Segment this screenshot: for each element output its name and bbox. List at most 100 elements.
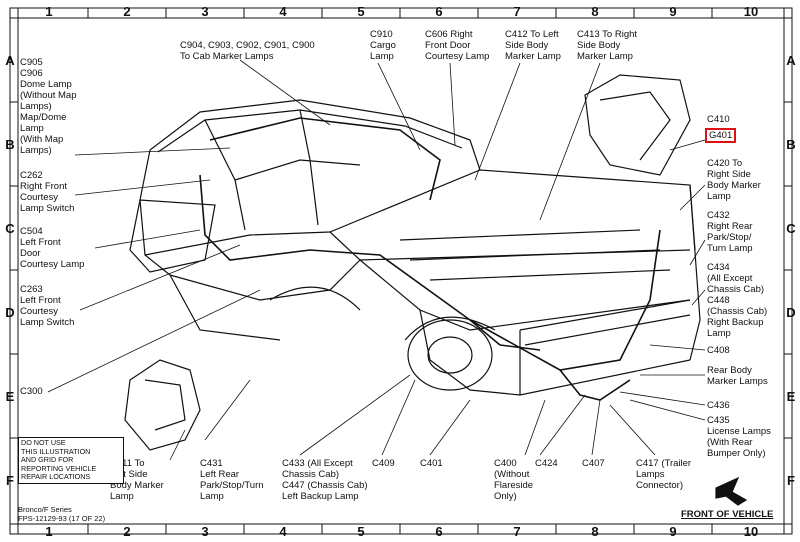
grid-col-6-bottom: 6 <box>435 524 443 539</box>
label-line: Body Marker <box>110 480 164 491</box>
label-c408: C408 <box>707 345 730 356</box>
label-c412-left-side-marker: C412 To Left Side Body Marker Lamp <box>505 29 561 62</box>
label-c434-c448-backup-lamp: C434 (All Except Chassis Cab) C448 (Chas… <box>707 262 767 339</box>
grid-col-7: 7 <box>513 4 521 19</box>
grid-col-8: 8 <box>591 4 599 19</box>
label-line: C417 (Trailer <box>636 458 692 469</box>
label-line: Flareside <box>494 480 534 491</box>
grid-row-b-right: B <box>786 137 796 152</box>
label-line: Lamp <box>707 191 731 202</box>
grid-col-10-bottom: 10 <box>743 524 759 539</box>
label-line: C262 <box>20 170 43 181</box>
label-line: Marker Lamps <box>707 376 768 387</box>
label-line: Left Front <box>20 237 61 248</box>
note-line: DO NOT USE <box>21 438 66 447</box>
grid-row-f-right: F <box>787 473 795 488</box>
label-line: C504 <box>20 226 43 237</box>
label-c417-trailer-connector: C417 (Trailer Lamps Connector) <box>636 458 691 491</box>
label-c410: C410 <box>707 114 730 125</box>
label-c263-left-front-switch: C263 Left Front Courtesy Lamp Switch <box>20 284 74 328</box>
grid-row-c-right: C <box>786 221 796 236</box>
label-line: Body Marker <box>707 180 761 191</box>
label-line: Bumper Only) <box>707 448 766 459</box>
g401-highlight-box: G401 <box>705 128 737 143</box>
label-c435-license-lamps: C435 License Lamps (With Rear Bumper Onl… <box>707 415 771 459</box>
label-line: Lamp Switch <box>20 203 75 214</box>
label-c424: C424 <box>535 458 558 469</box>
label-line: Park/Stop/Turn <box>200 480 264 491</box>
grid-row-d-right: D <box>786 305 796 320</box>
note-line: THIS ILLUSTRATION <box>21 446 91 456</box>
label-line: Side Body <box>505 40 549 51</box>
label-c606-right-front-door: C606 Right Front Door Courtesy Lamp <box>425 29 489 62</box>
label-line: Lamp <box>707 328 731 339</box>
grid-col-5-bottom: 5 <box>357 524 365 539</box>
label-line: Right Side <box>707 169 751 180</box>
label-line: (All Except <box>707 273 753 284</box>
grid-row-c: C <box>5 221 15 236</box>
label-line: Only) <box>494 491 517 502</box>
label-c432-right-rear-lamp: C432 Right Rear Park/Stop/ Turn Lamp <box>707 210 753 254</box>
label-c409: C409 <box>372 458 395 469</box>
label-line: Side Body <box>577 40 621 51</box>
label-line: Right Backup <box>707 317 764 328</box>
label-line: C412 To Left <box>505 29 559 40</box>
label-c431-left-rear-lamp: C431 Left Rear Park/Stop/Turn Lamp <box>200 458 264 502</box>
grid-col-9-bottom: 9 <box>669 524 677 539</box>
truck-outline <box>124 74 748 506</box>
label-line: Rear Body <box>707 365 752 376</box>
label-line: C400 <box>494 458 517 469</box>
label-line: (Without <box>494 469 530 480</box>
label-line: C432 <box>707 210 730 221</box>
label-line: C906 <box>20 68 43 79</box>
front-of-vehicle-label: FRONT OF VEHICLE <box>681 509 774 520</box>
grid-col-4: 4 <box>279 4 287 19</box>
grid-row-e: E <box>5 389 15 404</box>
label-c401: C401 <box>420 458 443 469</box>
label-line: C435 <box>707 415 730 426</box>
grid-col-1: 1 <box>45 4 53 19</box>
label-line: Courtesy Lamp <box>20 259 85 270</box>
label-line: Marker Lamp <box>505 51 561 62</box>
label-line: Lamp <box>20 123 44 134</box>
label-line: Lamp <box>370 51 394 62</box>
label-line: Lamps <box>636 469 665 480</box>
note-line: REPAIR LOCATIONS <box>21 472 91 482</box>
label-line: C904, C903, C902, C901, C900 <box>180 40 315 51</box>
label-c400-flareside: C400 (Without Flareside Only) <box>494 458 533 502</box>
label-c420-right-side-marker: C420 To Right Side Body Marker Lamp <box>707 158 761 202</box>
label-line: Lamp Switch <box>20 317 75 328</box>
label-line: (With Rear <box>707 437 753 448</box>
grid-col-10: 10 <box>743 4 759 19</box>
label-c504-left-front-door: C504 Left Front Door Courtesy Lamp <box>20 226 84 270</box>
label-line: C431 <box>200 458 223 469</box>
label-line: Marker Lamp <box>577 51 633 62</box>
leader-lines <box>47 59 706 461</box>
label-line: C413 To Right <box>577 29 638 40</box>
label-c433-c447-left-backup: C433 (All Except Chassis Cab) C447 (Chas… <box>282 458 368 502</box>
label-line: C434 <box>707 262 730 273</box>
label-line: (Chassis Cab) <box>707 306 768 317</box>
label-line: (With Map <box>20 134 64 145</box>
label-line: C263 <box>20 284 43 295</box>
grid-col-6: 6 <box>435 4 443 19</box>
grid-row-b: B <box>5 137 15 152</box>
label-line: C448 <box>707 295 730 306</box>
label-line: C447 (Chassis Cab) <box>282 480 368 491</box>
label-line: Chassis Cab) <box>707 284 765 295</box>
label-line: Left Backup Lamp <box>282 491 359 502</box>
label-line: Lamp <box>200 491 224 502</box>
label-line: Front Door <box>425 40 471 51</box>
label-g401-highlighted: G401 <box>705 128 737 143</box>
label-line: C433 (All Except <box>282 458 353 469</box>
label-line: (Without Map <box>20 90 77 101</box>
grid-col-7-bottom: 7 <box>513 524 521 539</box>
label-c300: C300 <box>20 386 43 397</box>
grid-row-a: A <box>5 53 15 68</box>
label-line: Left Front <box>20 295 61 306</box>
label-line: C910 <box>370 29 393 40</box>
label-line: Lamps) <box>20 145 52 156</box>
footer-series: Bronco/F Series <box>18 505 72 514</box>
label-c905-dome-lamp: C905 C906 Dome Lamp (Without Map Lamps) … <box>20 57 77 156</box>
label-line: Lamp <box>110 491 134 502</box>
